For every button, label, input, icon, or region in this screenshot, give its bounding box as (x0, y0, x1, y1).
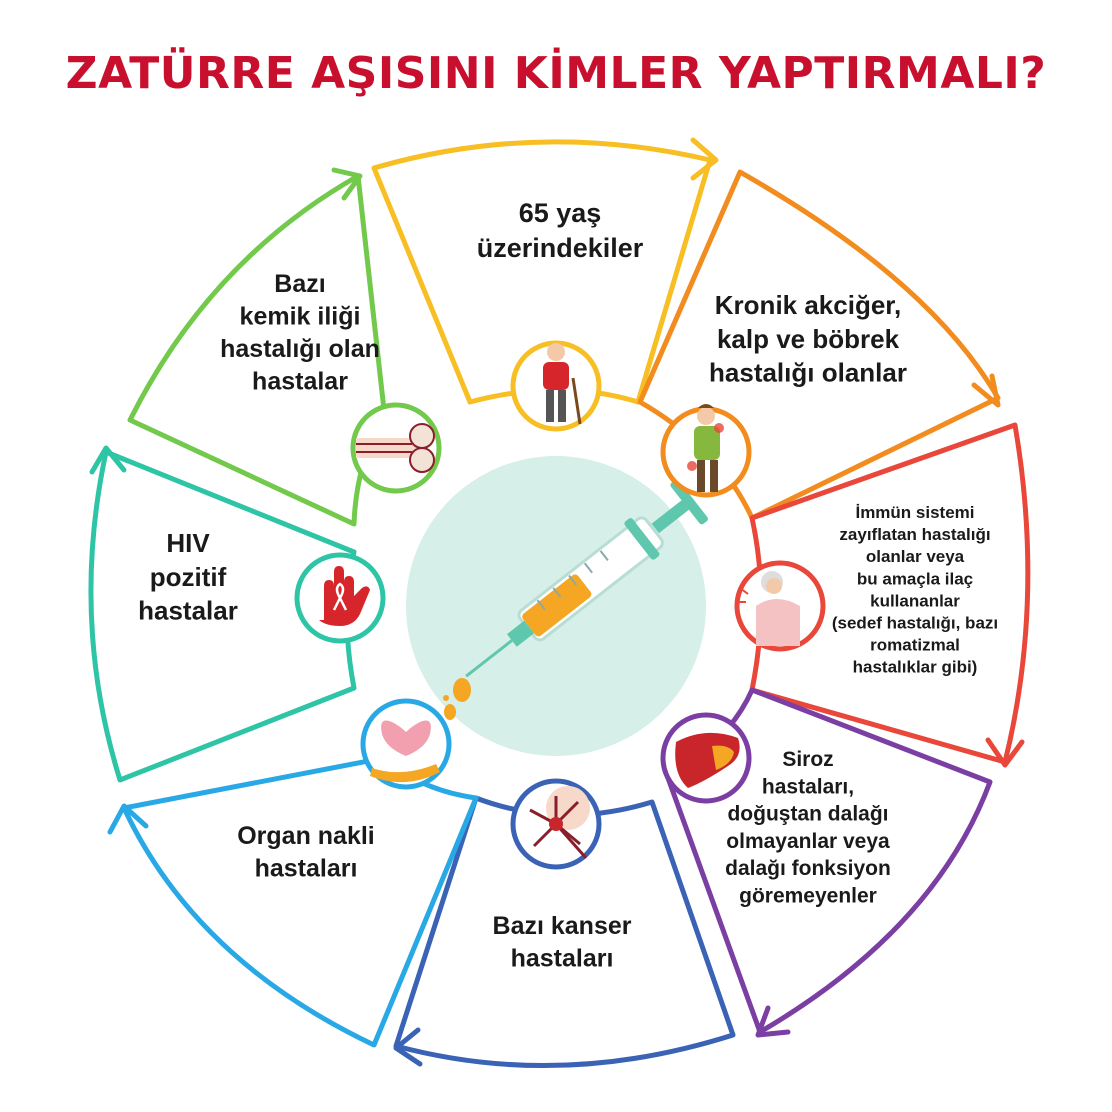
segment-text-marrow: Bazı kemik iliği hastalığı olan hastalar (220, 270, 380, 396)
elderly-man-icon (510, 340, 602, 432)
segment-line: olanlar veya (866, 547, 965, 566)
segment-line: hastaları (511, 945, 614, 973)
segment-text-organ: Organ nakli hastaları (237, 822, 375, 883)
segment-line: 65 yaş (519, 198, 602, 228)
segment-line: üzerindekiler (477, 233, 644, 263)
segment-line: Organ nakli (237, 822, 375, 850)
segment-line: Bazı (274, 270, 325, 298)
segment-line: bu amaçla ilaç (857, 569, 973, 588)
segment-line: pozitif (150, 562, 227, 592)
segment-text-chronic: Kronik akciğer, kalp ve böbrek hastalığı o… (709, 290, 907, 388)
segment-line: olmayanlar veya (726, 830, 890, 853)
segment-line: göremeyenler (739, 885, 877, 908)
segment-line: hastalığı olanlar (709, 358, 907, 388)
segment-line: Siroz (782, 748, 833, 771)
segment-outline-marrow (127, 173, 387, 527)
arrow-head-marrow (331, 167, 363, 201)
arrow-head-cancer (393, 1027, 423, 1067)
arrow-head-organ (107, 803, 149, 835)
liver-icon (660, 712, 752, 804)
page-title: ZATÜRRE AŞISINI KİMLER YAPTIRMALI? (65, 48, 1047, 99)
segment-text-hiv: HIV pozitif hastalar (138, 528, 238, 626)
arrow-head-elderly (690, 137, 719, 181)
segment-text-cirrhosis: Siroz hastaları, doğuştan dalağı olmayanlar… (725, 748, 891, 908)
segment-line: hastaları, (762, 775, 854, 798)
arrow-head-cirrhosis (755, 1005, 791, 1038)
segment-line: kalp ve böbrek (717, 324, 900, 354)
segment-line: kullananlar (870, 591, 960, 610)
segment-line: dalağı fonksiyon (725, 857, 891, 880)
elderly-woman-pain-icon (734, 560, 826, 652)
syringe-icon (465, 479, 708, 678)
segment-text-cancer: Bazı kanser hastaları (493, 912, 632, 973)
segment-line: hastalıklar gibi) (853, 658, 978, 677)
arrow-head-immune (985, 737, 1025, 768)
sick-man-icon (660, 404, 752, 498)
segment-outline-organ (121, 755, 479, 1048)
segment-line: İmmün sistemi (855, 503, 974, 522)
segment-line: kemik iliği (240, 303, 361, 331)
segment-line: Bazı kanser (493, 912, 632, 940)
segment-line: hastalar (138, 596, 238, 626)
segment-line: zayıflatan hastalığı (839, 525, 990, 544)
arrow-head-hiv (89, 445, 127, 475)
cancer-cell-icon (510, 778, 602, 870)
segment-line: Kronik akciğer, (715, 290, 901, 320)
drops-icon (443, 678, 471, 720)
segment-line: hastaları (255, 855, 358, 883)
segment-line: (sedef hastalığı, bazı (832, 614, 998, 633)
segment-text-elderly: 65 yaş üzerindekiler (477, 198, 644, 263)
arrow-head-chronic (971, 373, 1001, 408)
heart-in-hand-icon (360, 698, 452, 790)
segment-line: hastalar (252, 368, 348, 396)
segment-line: hastalığı olan (220, 335, 380, 363)
segment-line: HIV (166, 528, 210, 558)
segment-line: doğuştan dalağı (727, 803, 888, 826)
hiv-ribbon-hand-icon (294, 552, 386, 644)
segment-line: romatizmal (870, 636, 960, 655)
bone-icon (350, 402, 442, 494)
segment-text-immune: İmmün sistemi zayıflatan hastalığı olanlar… (832, 503, 998, 677)
